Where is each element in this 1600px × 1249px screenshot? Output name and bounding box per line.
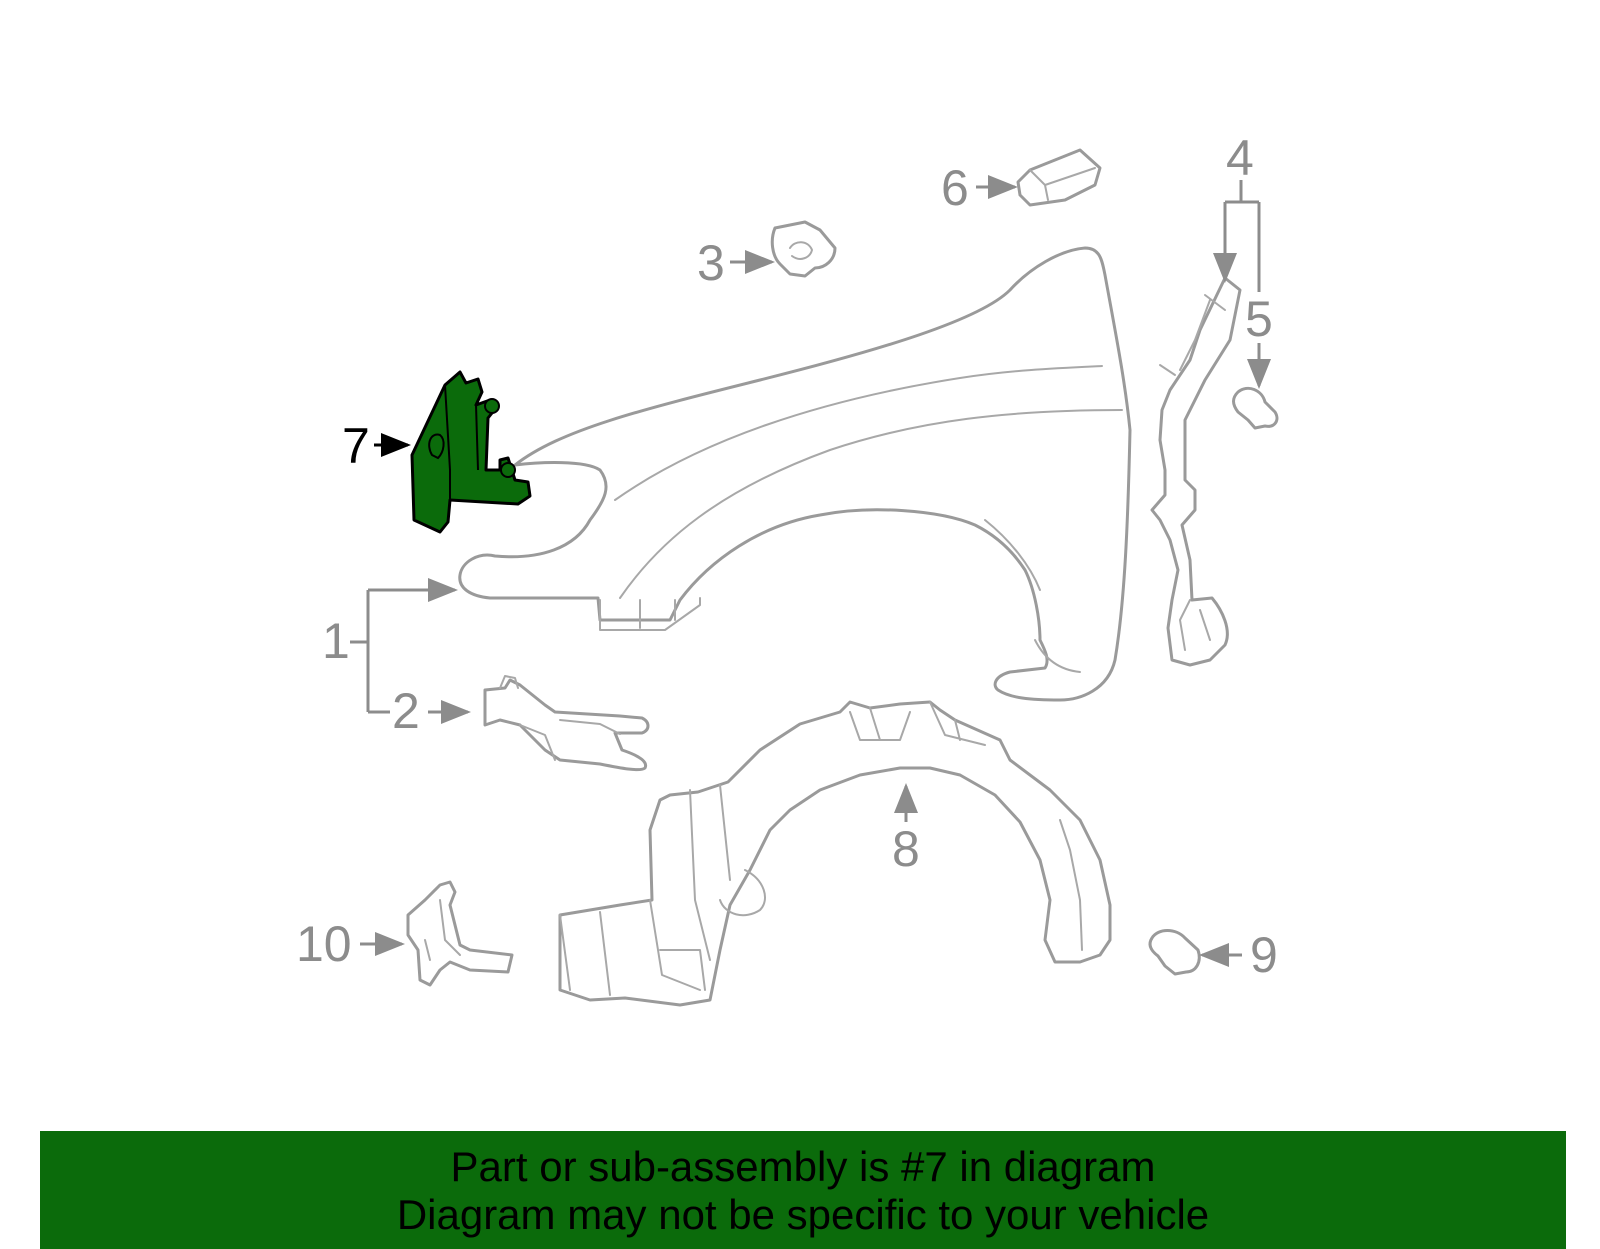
svg-text:8: 8 <box>892 821 920 877</box>
svg-text:3: 3 <box>697 235 725 291</box>
clip-part-5[interactable] <box>1232 386 1279 430</box>
svg-text:7: 7 <box>342 418 370 474</box>
svg-text:4: 4 <box>1226 130 1254 186</box>
bracket-part-10[interactable] <box>406 880 514 987</box>
callout-5: 5 <box>1245 291 1273 389</box>
callout-8: 8 <box>892 783 920 877</box>
callout-2: 2 <box>392 683 471 739</box>
callout-7: 7 <box>342 418 411 474</box>
svg-text:9: 9 <box>1250 927 1278 983</box>
svg-text:2: 2 <box>392 683 420 739</box>
clip-part-9[interactable] <box>1148 929 1201 976</box>
fender-part[interactable] <box>458 246 1132 702</box>
clip-part-3[interactable] <box>770 220 837 278</box>
svg-text:6: 6 <box>941 160 969 216</box>
highlighted-bracket-part-7[interactable] <box>410 370 532 534</box>
callout-10: 10 <box>296 916 405 972</box>
svg-text:1: 1 <box>322 613 350 669</box>
fender-support-part[interactable] <box>1150 276 1242 667</box>
callout-9: 9 <box>1199 927 1278 983</box>
banner-line-1: Part or sub-assembly is #7 in diagram <box>450 1143 1156 1190</box>
svg-text:5: 5 <box>1245 291 1273 347</box>
banner-line-2: Diagram may not be specific to your vehi… <box>396 1191 1210 1238</box>
callout-1: 1 <box>322 578 458 714</box>
svg-text:10: 10 <box>296 916 352 972</box>
callout-3: 3 <box>697 235 775 291</box>
callout-6: 6 <box>941 160 1018 216</box>
fender-liner-part[interactable] <box>558 700 1112 1007</box>
fender-bracket-part[interactable] <box>483 675 650 772</box>
info-banner: Part or sub-assembly is #7 in diagram Di… <box>40 1131 1566 1249</box>
callout-4: 4 <box>1225 130 1261 292</box>
cap-part-6[interactable] <box>1016 148 1102 207</box>
